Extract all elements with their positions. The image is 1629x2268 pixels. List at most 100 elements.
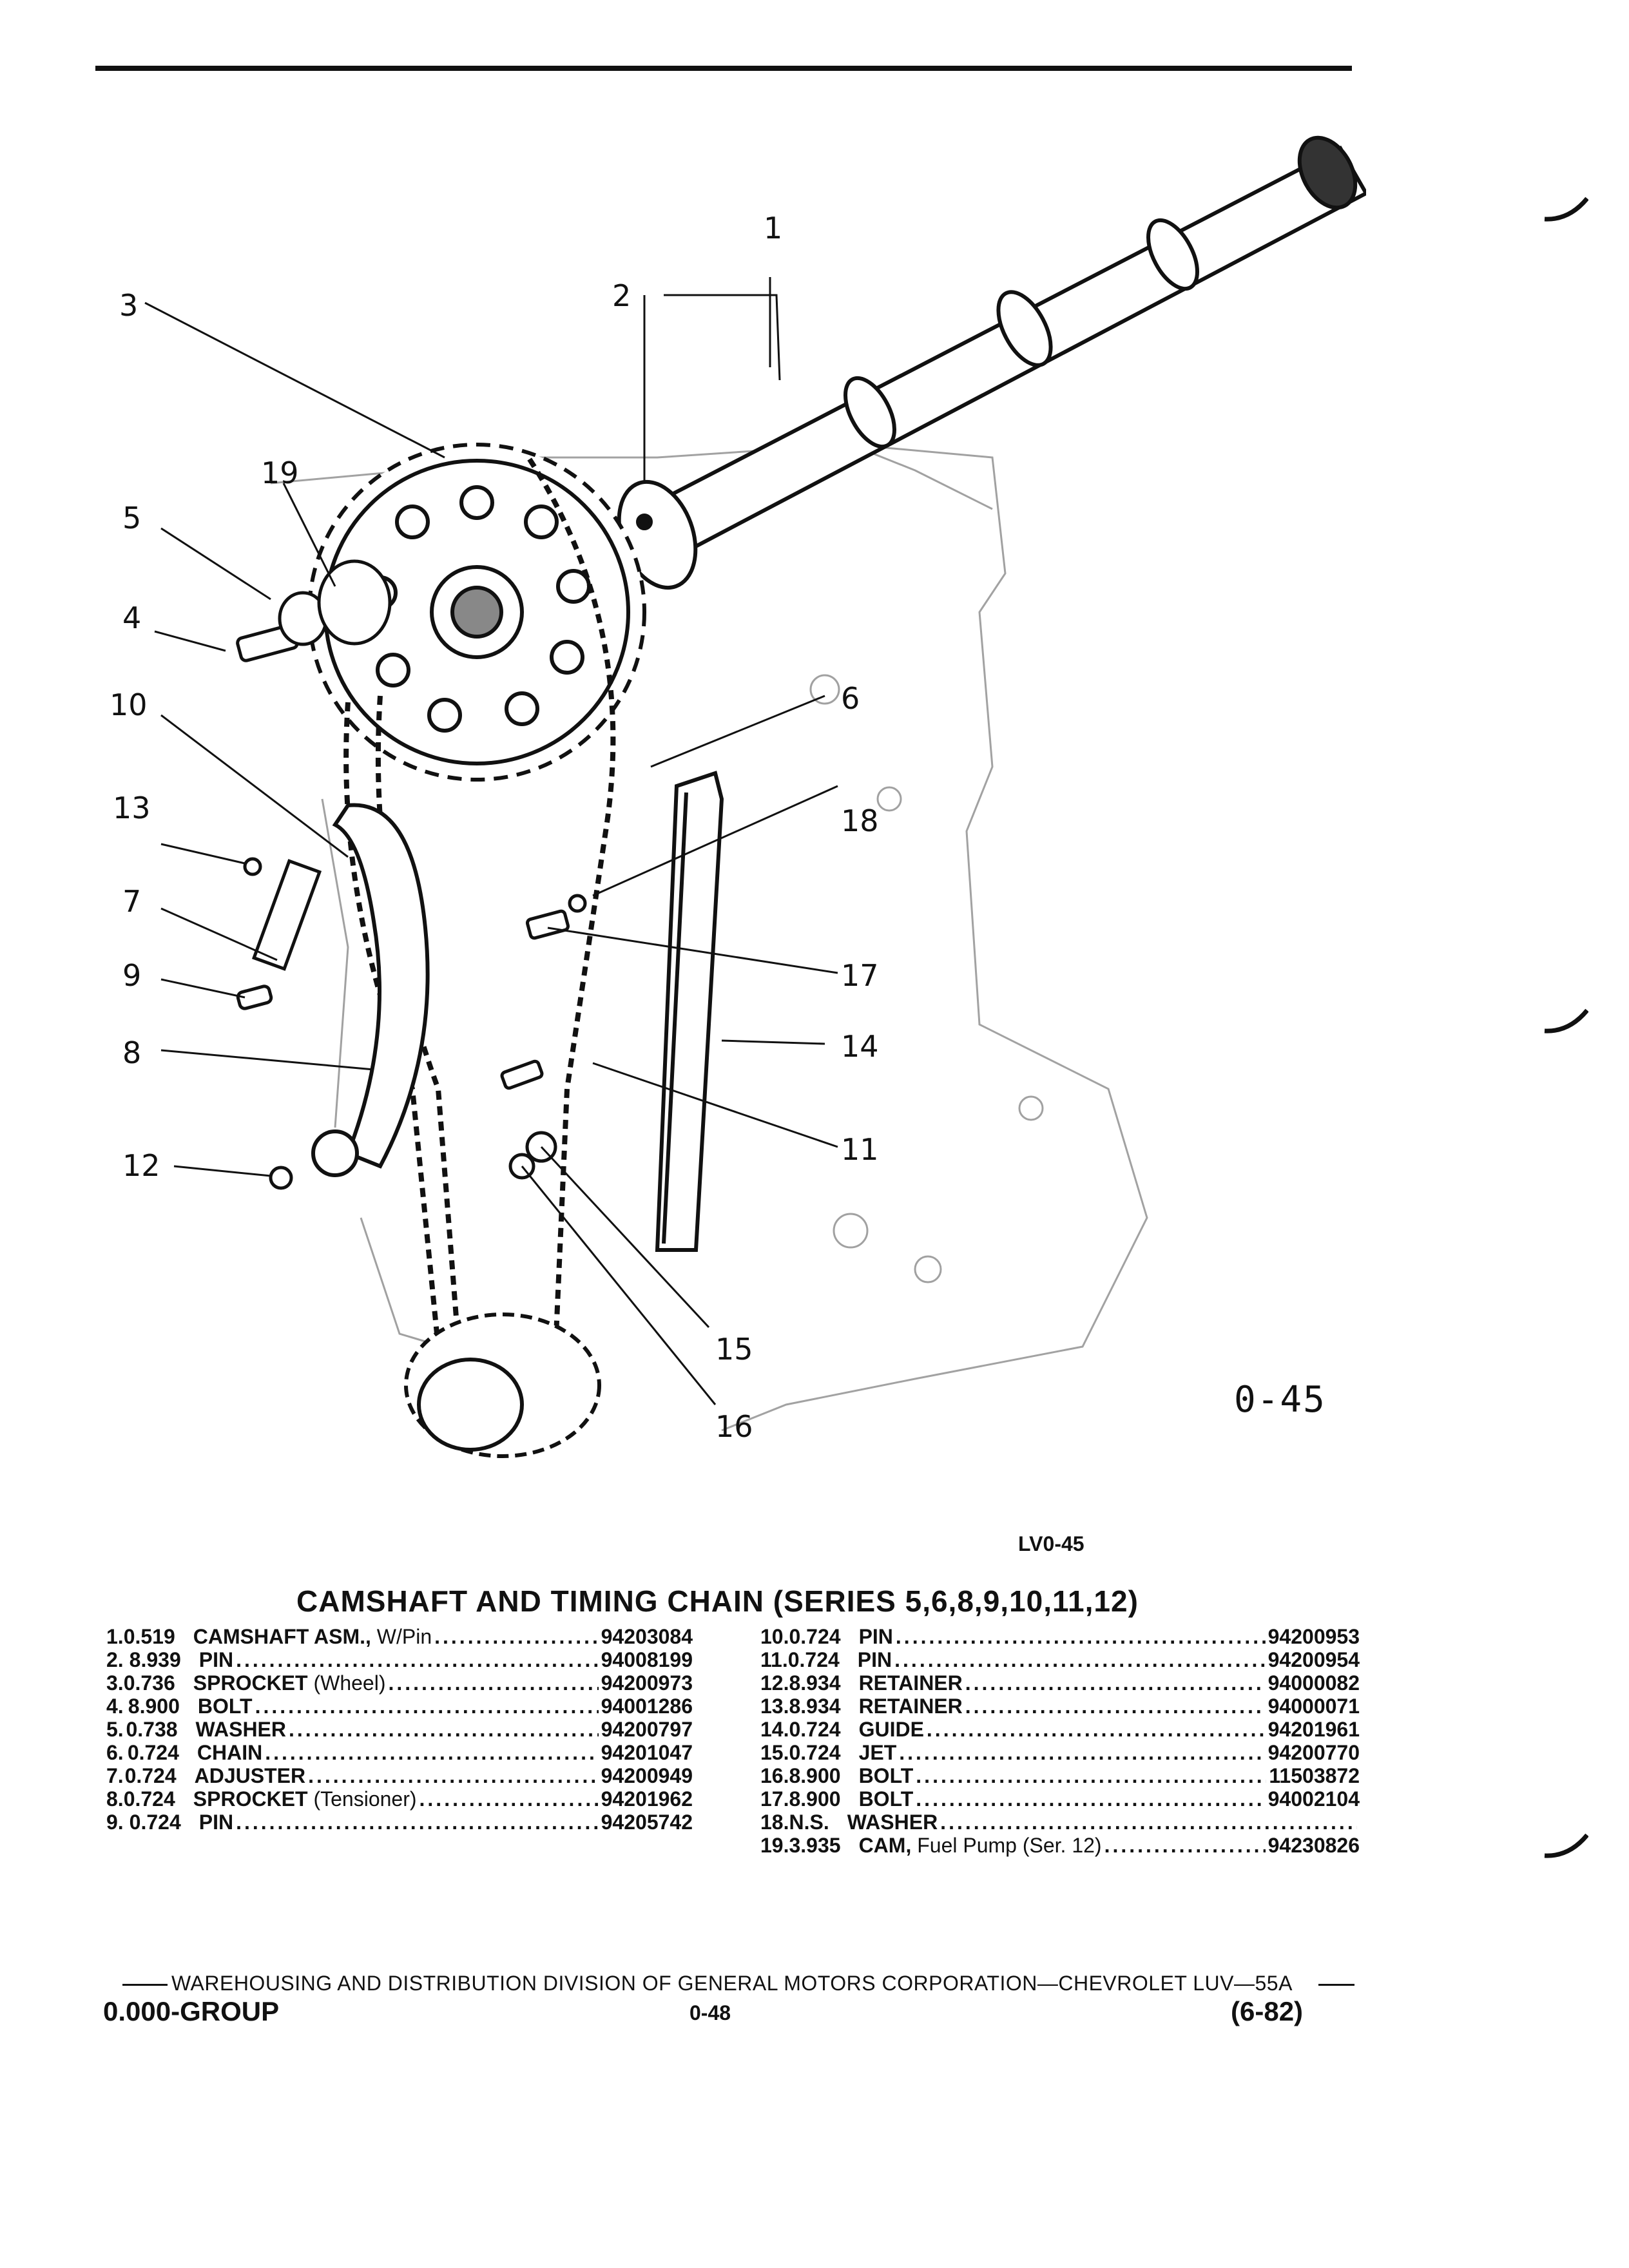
dot-leader [965,1671,1266,1695]
part-name: SPROCKET [193,1671,308,1695]
part-code: 8.934 [789,1695,841,1718]
part-name-cell: ADJUSTER [195,1764,305,1787]
dot-leader [894,1648,1265,1671]
parts-row: 12.8.934RETAINER94000082 [760,1671,1360,1695]
part-name-cell: SPROCKET (Wheel) [193,1671,386,1695]
group-label: 0.000-GROUP [103,1996,280,2026]
parts-row: 7.0.724ADJUSTER94200949 [106,1764,693,1787]
dot-leader [236,1811,599,1834]
dot-leader [940,1811,1357,1834]
part-name-cell: WASHER [196,1718,286,1741]
part-note: W/Pin [371,1625,432,1648]
callout-6: 6 [841,681,860,716]
part-name-cell: JET [859,1741,897,1764]
callout-5: 5 [122,501,141,535]
dot-leader [896,1625,1266,1648]
dot-leader [265,1741,598,1764]
parts-row: 16.8.900BOLT11503872 [760,1764,1360,1787]
part-name-cell: CAM, Fuel Pump (Ser. 12) [859,1834,1102,1857]
parts-row: 5.0.738WASHER94200797 [106,1718,693,1741]
part-number: 94203084 [601,1625,693,1648]
part-code: 0.724 [123,1787,175,1811]
part-number: 94201961 [1268,1718,1360,1741]
part-name-cell: PIN [859,1625,893,1648]
part-code: 0.724 [124,1764,177,1787]
part-number: 94201047 [601,1741,693,1764]
part-name-cell: BOLT [859,1787,914,1811]
binder-hole-mark [1544,1833,1588,1858]
part-name-cell: BOLT [859,1764,914,1787]
part-name: CHAIN [197,1741,263,1764]
binder-hole-mark [1544,1008,1588,1033]
dot-leader [1104,1834,1266,1857]
part-number: 94230826 [1268,1834,1360,1857]
figure-code: LV0-45 [1018,1532,1084,1555]
part-name: SPROCKET [193,1787,308,1811]
part-index: 10. [760,1625,789,1648]
dot-leader [236,1648,599,1671]
part-note: (Tensioner) [307,1787,417,1811]
part-number: 94001286 [601,1695,693,1718]
part-name-cell: SPROCKET (Tensioner) [193,1787,417,1811]
part-name: PIN [858,1625,893,1648]
dot-leader [916,1764,1266,1787]
exploded-view-diagram: 1 2 3 19 5 4 10 13 7 9 8 12 6 18 17 14 1… [77,122,1369,1508]
parts-row: 9.0.724PIN94205742 [106,1811,693,1834]
part-note: (Wheel) [307,1671,386,1695]
parts-row: 11.0.724PIN94200954 [760,1648,1360,1671]
part-index: 4. [106,1695,124,1718]
dot-leader [289,1718,599,1741]
part-code: 8.900 [789,1787,841,1811]
tensioner-shoe [311,803,430,1177]
callout-12: 12 [122,1148,160,1183]
part-code: 0.724 [789,1741,841,1764]
callout-8: 8 [122,1035,141,1070]
parts-row: 14.0.724GUIDE94201961 [760,1718,1360,1741]
part-name-cell: PIN [199,1648,233,1671]
parts-row: 13.8.934RETAINER94000071 [760,1695,1360,1718]
part-name: BOLT [197,1695,253,1718]
footer-rule-left [122,1984,168,1986]
part-name: RETAINER [858,1695,963,1718]
part-index: 5. [106,1718,124,1741]
part-index: 16. [760,1764,789,1787]
footer-rule-right [1318,1984,1354,1986]
part-code: N.S. [789,1811,829,1834]
part-index: 14. [760,1718,789,1741]
part-index: 6. [106,1741,124,1764]
dot-leader [965,1695,1266,1718]
part-name-cell: CAMSHAFT ASM., W/Pin [193,1625,432,1648]
part-name: PIN [198,1648,234,1671]
part-name: BOLT [858,1764,914,1787]
parts-row: 18.N.S.WASHER [760,1811,1360,1834]
parts-row: 6.0.724CHAIN94201047 [106,1741,693,1764]
part-code: 0.724 [129,1811,181,1834]
part-name: ADJUSTER [194,1764,306,1787]
part-number: 94200953 [1268,1625,1360,1648]
part-name-cell: PIN [199,1811,233,1834]
callout-10: 10 [110,687,148,722]
section-title: CAMSHAFT AND TIMING CHAIN (SERIES 5,6,8,… [296,1584,1139,1618]
part-name-cell: RETAINER [859,1671,963,1695]
parts-row: 10.0.724 PIN 94200953 [760,1625,1360,1648]
binder-hole-mark [1544,197,1588,222]
callout-16: 16 [715,1409,753,1444]
figure-number: 0-45 [1234,1379,1326,1421]
part-name: WASHER [195,1718,286,1741]
part-index: 1. [106,1625,124,1648]
dot-leader [927,1718,1266,1741]
callout-4: 4 [122,601,141,635]
part-name: JET [858,1741,897,1764]
crankshaft-sprocket [404,1312,601,1458]
part-name: GUIDE [858,1718,924,1741]
dot-leader [916,1787,1265,1811]
callout-labels: 1 2 3 19 5 4 10 13 7 9 8 12 6 18 17 14 1… [110,211,879,1444]
callout-13: 13 [113,791,151,825]
part-index: 18. [760,1811,789,1834]
part-code: 0.724 [789,1625,841,1648]
dot-leader [899,1741,1265,1764]
part-number: 94200770 [1268,1741,1360,1764]
part-number: 94008199 [601,1648,693,1671]
